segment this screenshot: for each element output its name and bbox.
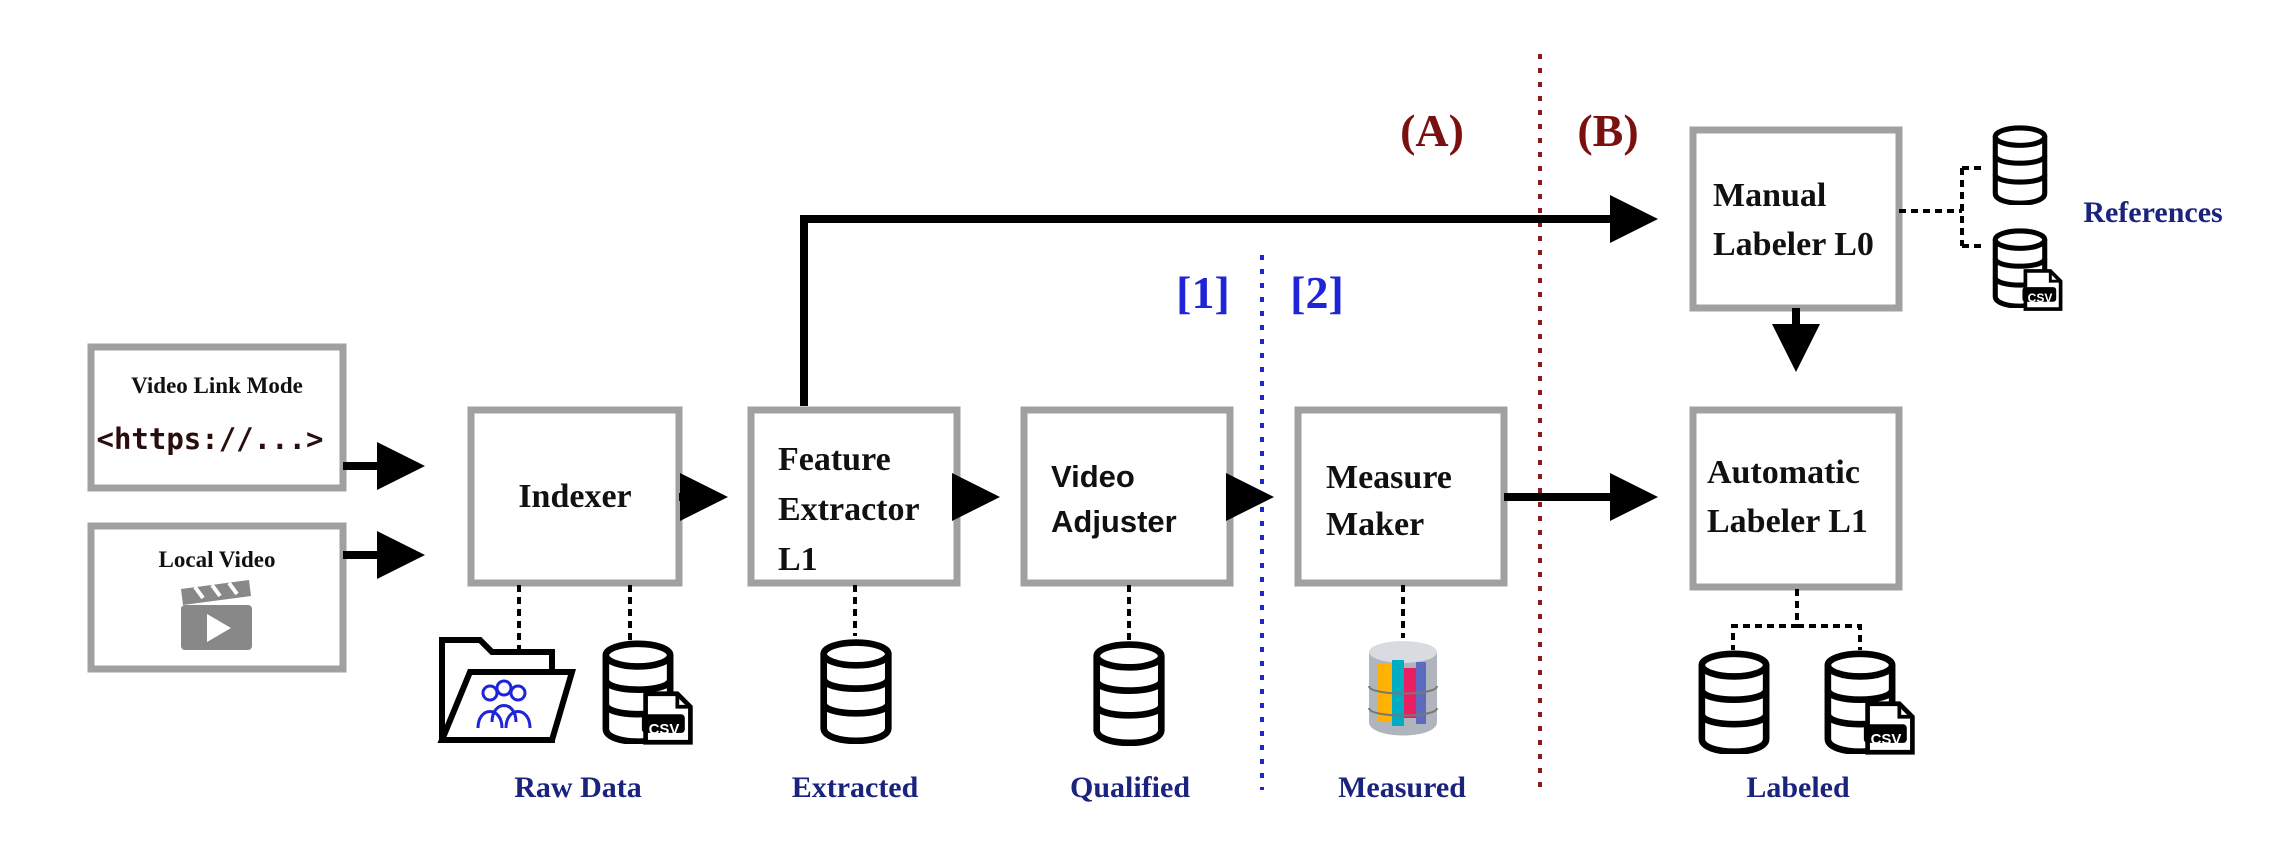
arrow-extractor-to-manual (800, 195, 1658, 406)
caption-qualified: Qualified (1070, 771, 1190, 804)
manual-labeler-box: Manual Labeler L0 (1689, 126, 1903, 312)
video-adjuster-box: Video Adjuster (1020, 406, 1234, 587)
caption-references: References (2083, 196, 2222, 229)
feature-extractor-box: Feature Extractor L1 (747, 406, 961, 587)
feature-extractor-line-1: Feature (778, 441, 891, 478)
arrows (343, 195, 1820, 579)
svg-text:CSV: CSV (2028, 291, 2053, 305)
caption-measured: Measured (1338, 771, 1466, 804)
indexer-title: Indexer (518, 478, 631, 515)
automatic-labeler-box: Automatic Labeler L1 (1689, 406, 1903, 591)
references-database-icon (1995, 128, 2044, 203)
manual-labeler-line-1: Manual (1713, 177, 1826, 214)
automatic-labeler-line-1: Automatic (1707, 454, 1860, 491)
storage-connectors (517, 166, 1984, 650)
measure-maker-line-2: Maker (1326, 506, 1424, 543)
section-1-label: [1] (1176, 267, 1230, 318)
feature-extractor-line-2: Extractor (778, 491, 920, 528)
measure-maker-box: Measure Maker (1294, 406, 1508, 587)
section-a-label: (A) (1400, 105, 1464, 156)
feature-extractor-line-3: L1 (778, 541, 818, 578)
section-b-label: (B) (1577, 105, 1638, 156)
video-link-url: <https://...> (97, 422, 324, 456)
video-adjuster-line-2: Adjuster (1051, 504, 1177, 539)
video-link-mode-title: Video Link Mode (131, 373, 303, 398)
indexer-box: Indexer (467, 406, 683, 587)
automatic-labeler-line-2: Labeler L1 (1707, 503, 1868, 540)
folder-icon (437, 637, 577, 743)
extracted-database-icon (824, 643, 889, 741)
caption-raw-data: Raw Data (514, 771, 642, 804)
references-csv-database-icon: CSV (1995, 231, 2063, 311)
labeled-csv-database-icon: CSV (1828, 654, 1913, 752)
measured-database-icon (1368, 641, 1438, 736)
video-link-mode-box: Video Link Mode <https://...> (87, 343, 347, 492)
video-adjuster-line-1: Video (1051, 459, 1135, 494)
clapperboard-icon (181, 580, 252, 650)
measure-maker-line-1: Measure (1326, 459, 1452, 496)
manual-labeler-line-2: Labeler L0 (1713, 226, 1874, 263)
caption-extracted: Extracted (792, 771, 919, 804)
qualified-database-icon (1097, 645, 1162, 743)
svg-text:CSV: CSV (1871, 731, 1902, 748)
svg-text:CSV: CSV (649, 721, 680, 738)
local-video-box: Local Video (87, 522, 347, 673)
labeled-database-icon (1702, 654, 1766, 752)
local-video-title: Local Video (159, 547, 276, 572)
caption-labeled: Labeled (1746, 771, 1850, 804)
section-2-label: [2] (1290, 267, 1344, 318)
raw-data-csv-database-icon: CSV (606, 644, 691, 742)
